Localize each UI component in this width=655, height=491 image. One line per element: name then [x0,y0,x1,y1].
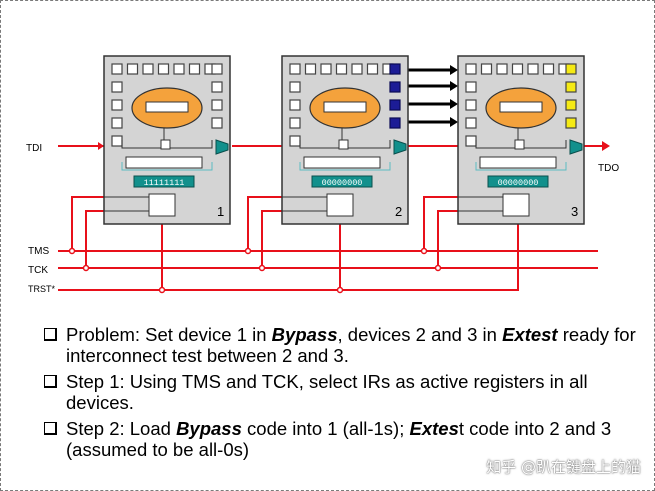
boundary-cell [527,63,539,75]
device-number: 2 [395,204,402,219]
tdo-arrow [602,141,610,151]
device-number: 3 [571,204,578,219]
device-3: 00000000 3 [457,55,585,225]
tck-branch-2 [261,210,282,268]
boundary-cell [211,81,223,93]
watermark: 知乎 @趴在键盘上的猫 [486,458,641,476]
tap-controller [326,193,354,217]
boundary-cell [126,63,139,75]
register-code-box [133,175,195,188]
register-code-box [311,175,373,188]
boundary-cell [389,117,401,129]
tap-controller [502,193,530,217]
boundary-cell [351,63,363,75]
boundary-cell [465,99,477,111]
boundary-cell [211,63,223,75]
bypass-register [499,101,543,113]
trst-label: TRST* [28,284,55,294]
boundary-cell [142,63,154,75]
boundary-cell [111,99,123,111]
instruction-register [303,156,381,169]
id-cell [338,139,349,150]
bullet-step-2: Step 2: Load Bypass code into 1 (all-1s)… [44,418,644,460]
boundary-cell [465,135,477,147]
register-code-label: 11111111 [144,178,185,188]
boundary-cell [111,135,123,147]
tck-branch-3 [437,210,458,268]
checkbox-bullet-icon [44,422,57,435]
tdi-arrow [98,142,104,150]
register-code-label: 00000000 [498,178,539,188]
boundary-cell [389,63,401,75]
bullet-list: Problem: Set device 1 in Bypass, devices… [44,324,644,465]
boundary-cell [366,63,379,75]
boundary-cell [480,63,493,75]
boundary-cell [496,63,508,75]
junction-dots [68,247,442,294]
boundary-cell [211,99,223,111]
boundary-cell [111,117,123,129]
register-code-box [487,175,549,188]
id-cell [160,139,171,150]
tms-branch-3 [423,196,458,251]
boundary-cell [304,63,317,75]
instruction-register [125,156,203,169]
boundary-cell [389,81,401,93]
output-mux [569,139,583,155]
boundary-cell [565,81,577,93]
id-cell [514,139,525,150]
boundary-cell [289,63,301,75]
output-mux [215,139,229,155]
boundary-cell [565,63,577,75]
device-2: 00000000 2 [281,55,409,225]
boundary-cell [565,117,577,129]
boundary-cell [188,63,201,75]
boundary-cell [289,135,301,147]
boundary-cell [211,117,223,129]
trst-line [58,222,519,291]
jtag-chain-diagram: TDI TMS TCK TRST* TDO 111111111000000002… [26,55,619,294]
boundary-cell [465,63,477,75]
boundary-cell [335,63,348,75]
device-number: 1 [217,204,224,219]
tdo-label: TDO [598,163,619,174]
boundary-cell [465,81,477,93]
boundary-cell [173,63,185,75]
boundary-cell [389,99,401,111]
checkbox-bullet-icon [44,328,57,341]
boundary-cell [289,81,301,93]
bullet-step-1: Step 1: Using TMS and TCK, select IRs as… [44,371,644,413]
boundary-cell [289,117,301,129]
boundary-cell [157,63,170,75]
bypass-register [145,101,189,113]
output-mux [393,139,407,155]
tdi-label: TDI [26,143,42,154]
bypass-register [323,101,367,113]
boundary-cell [565,99,577,111]
tms-branch-1 [71,196,104,251]
tms-label: TMS [28,246,49,257]
boundary-cell [511,63,524,75]
boundary-cell [542,63,555,75]
instruction-register [479,156,557,169]
boundary-cell [289,99,301,111]
tap-controller [148,193,176,217]
boundary-cell [320,63,332,75]
bullet-problem: Problem: Set device 1 in Bypass, devices… [44,324,644,366]
tms-branch-2 [247,196,282,251]
register-code-label: 00000000 [322,178,363,188]
boundary-cell [465,117,477,129]
boundary-cell [111,63,123,75]
boundary-cell [111,81,123,93]
tck-branch-1 [85,210,104,268]
tck-label: TCK [28,265,48,276]
checkbox-bullet-icon [44,375,57,388]
